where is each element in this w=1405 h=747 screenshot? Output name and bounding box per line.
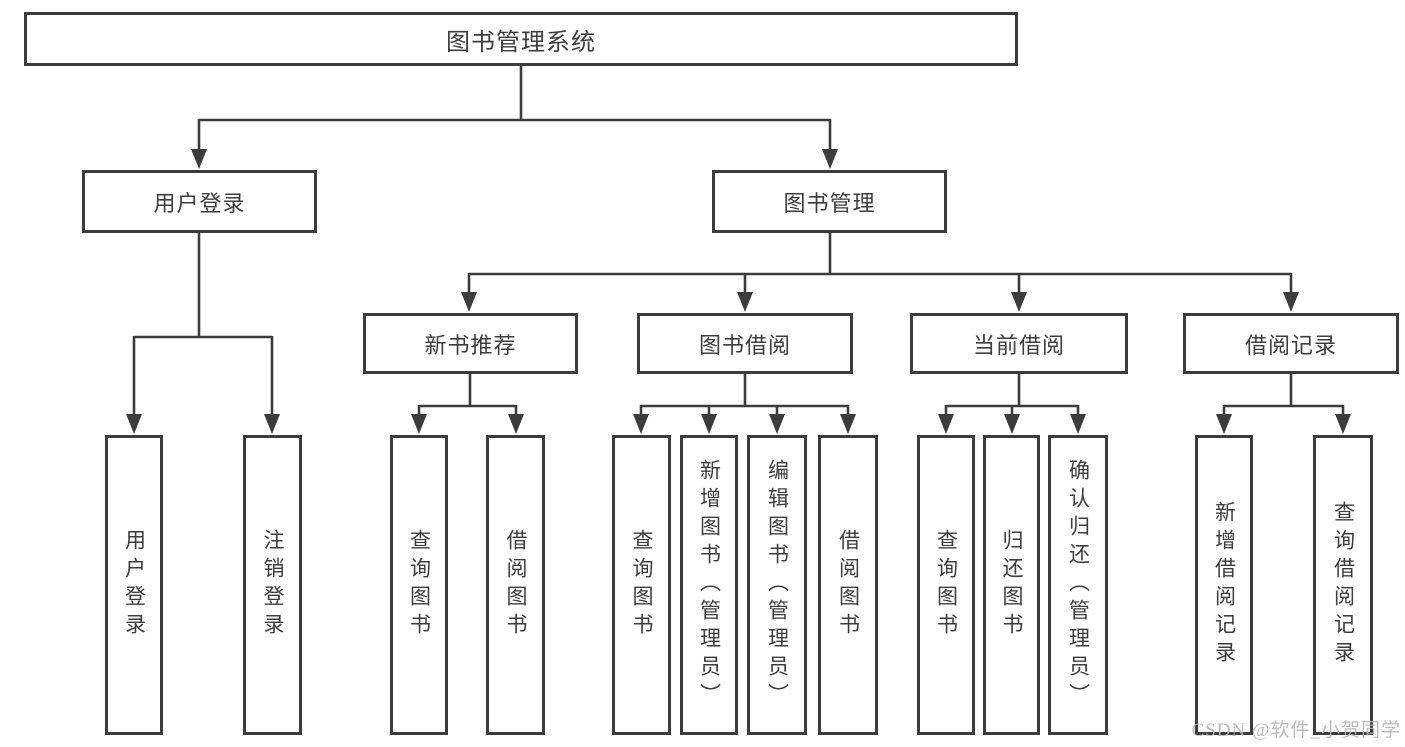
leaf-query-borrow-record: 查询借阅记录 [1313,435,1373,735]
leaf-add-borrow-record: 新增借阅记录 [1195,435,1253,735]
node-current-borrow: 当前借阅 [910,313,1128,374]
node-borrow-records: 借阅记录 [1183,313,1399,374]
node-book-management: 图书管理 [712,170,947,233]
connector-borrow-records-subtree [1216,373,1351,434]
node-new-book-recommend: 新书推荐 [363,313,578,374]
leaf-borrow-books-1: 借阅图书 [486,435,545,735]
leaf-query-books-1: 查询图书 [390,435,448,735]
watermark: CSDN @软件_小贺同学 [1191,720,1401,741]
leaf-add-books-admin: 新增图书（管理员） [680,435,738,735]
leaf-return-books: 归还图书 [983,435,1040,735]
node-book-borrow: 图书借阅 [637,313,853,374]
leaf-logout: 注销登录 [243,435,302,735]
connector-user-login-subtree [126,233,280,434]
connector-root-to-level2 [191,66,838,169]
node-library-system: 图书管理系统 [24,12,1018,66]
connector-current-borrow-subtree [938,373,1086,434]
leaf-borrow-books-2: 借阅图书 [818,435,878,735]
connector-book-borrow-subtree [633,373,856,434]
leaf-confirm-return-admin: 确认归还（管理员） [1048,435,1108,735]
leaf-query-books-3: 查询图书 [917,435,975,735]
leaf-query-books-2: 查询图书 [612,435,671,735]
connector-book-mgmt-to-level3 [461,232,1299,312]
leaf-user-login: 用户登录 [105,435,163,735]
leaf-edit-books-admin: 编辑图书（管理员） [747,435,807,735]
node-user-login: 用户登录 [82,170,317,233]
connector-new-book-subtree [411,373,524,434]
